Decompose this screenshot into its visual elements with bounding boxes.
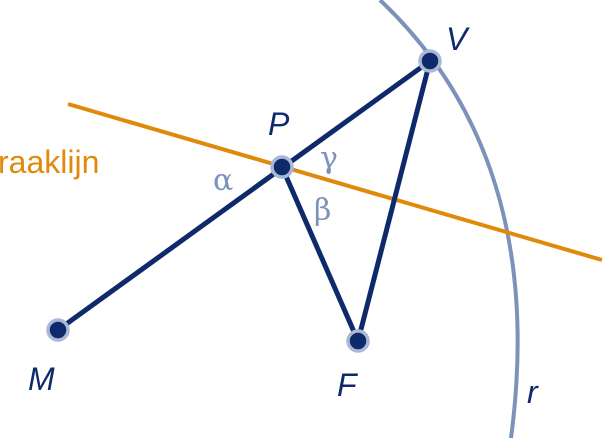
angle-gamma: γ	[320, 141, 338, 176]
label-f: F	[337, 367, 359, 403]
point-f	[346, 329, 370, 353]
point-v	[418, 49, 442, 73]
segment-v-f	[355, 60, 433, 342]
angle-alpha: α	[213, 163, 233, 198]
tangent-label: raaklijn	[0, 144, 99, 180]
segment-m-v	[56, 58, 432, 333]
label-m: M	[28, 361, 55, 397]
label-p: P	[268, 106, 290, 142]
circle-arc-r	[378, 0, 520, 438]
point-m	[46, 318, 70, 342]
tangent-line	[67, 102, 603, 262]
angle-beta: β	[314, 193, 331, 228]
label-v: V	[446, 21, 470, 57]
arc-label-r: r	[527, 374, 539, 410]
segment-p-f	[279, 165, 361, 343]
point-p	[270, 155, 294, 179]
